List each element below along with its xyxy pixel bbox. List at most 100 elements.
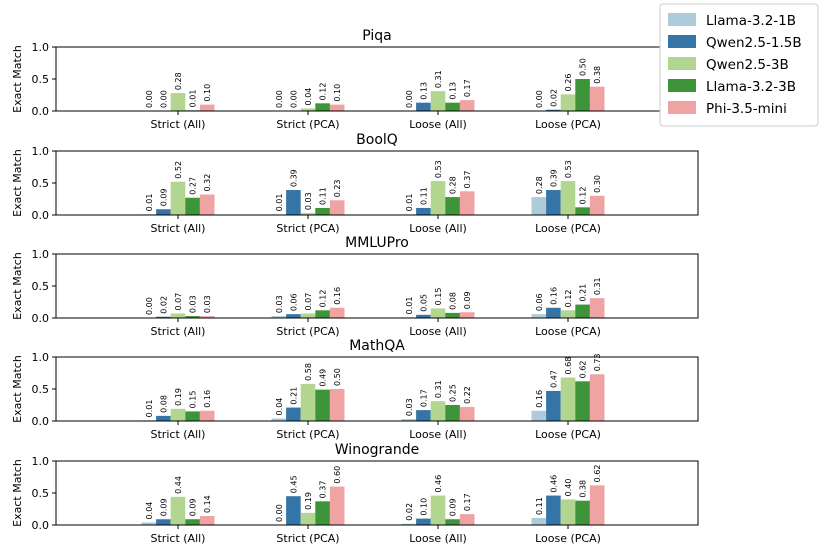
bar-value-label: 0.25 xyxy=(449,384,458,402)
bar-value-label: 0.17 xyxy=(463,493,472,511)
y-tick-label: 0.5 xyxy=(32,73,50,86)
bar-value-label: 0.31 xyxy=(434,70,443,88)
x-tick-label: Loose (PCA) xyxy=(535,532,601,545)
bar-value-label: 0.09 xyxy=(463,291,472,309)
bar-llama-3-2-1b-loose-pca xyxy=(531,197,547,215)
bar-llama-3-2-3b-loose-pca xyxy=(575,79,590,111)
bar-qwen2-5-1-5b-strict-all xyxy=(156,316,171,318)
bar-value-label: 0.04 xyxy=(145,502,154,520)
bar-qwen2-5-3b-strict-pca xyxy=(300,213,316,215)
legend-label-qwen2-5-1-5b: Qwen2.5-1.5B xyxy=(706,35,802,51)
bar-value-label: 0.07 xyxy=(174,293,183,311)
bar-qwen2-5-3b-loose-all xyxy=(430,495,446,525)
y-tick-label: 1.0 xyxy=(32,455,50,468)
bar-phi-3-5-mini-strict-all xyxy=(199,516,215,525)
bar-value-label: 0.21 xyxy=(289,387,298,405)
bar-value-label: 0.38 xyxy=(579,480,588,498)
bar-qwen2-5-3b-strict-pca xyxy=(300,383,316,421)
bar-phi-3-5-mini-strict-all xyxy=(199,316,215,318)
bar-qwen2-5-1-5b-loose-all xyxy=(416,314,431,318)
bar-value-label: 0.12 xyxy=(319,290,328,308)
bar-qwen2-5-3b-strict-all xyxy=(170,181,186,215)
bar-phi-3-5-mini-loose-pca xyxy=(589,195,605,215)
bar-llama-3-2-3b-strict-pca xyxy=(315,103,330,111)
x-tick-label: Loose (PCA) xyxy=(535,428,601,441)
bar-value-label: 0.11 xyxy=(419,187,428,205)
bar-value-label: 0.12 xyxy=(319,83,328,101)
bar-value-label: 0.27 xyxy=(189,177,198,195)
legend-label-qwen2-5-3b: Qwen2.5-3B xyxy=(706,57,789,73)
x-tick-label: Strict (PCA) xyxy=(276,118,339,131)
bar-llama-3-2-3b-loose-all xyxy=(445,519,460,525)
bar-value-label: 0.13 xyxy=(449,82,458,100)
bar-value-label: 0.01 xyxy=(275,194,284,212)
bar-value-label: 0.68 xyxy=(564,357,573,375)
y-tick-label: 0.5 xyxy=(32,280,50,293)
bar-value-label: 0.52 xyxy=(174,161,183,179)
bar-value-label: 0.10 xyxy=(419,498,428,516)
bar-llama-3-2-3b-strict-all xyxy=(185,411,200,421)
bar-value-label: 0.62 xyxy=(579,361,588,379)
bar-value-label: 0.09 xyxy=(449,498,458,516)
bar-value-label: 0.19 xyxy=(304,492,313,510)
bar-value-label: 0.03 xyxy=(304,192,313,210)
bar-value-label: 0.15 xyxy=(434,288,443,306)
bar-value-label: 0.37 xyxy=(319,481,328,499)
bar-value-label: 0.04 xyxy=(304,88,313,106)
bar-value-label: 0.02 xyxy=(405,503,414,521)
bar-llama-3-2-3b-loose-pca xyxy=(575,381,590,421)
bar-llama-3-2-1b-loose-pca xyxy=(531,410,547,421)
bar-qwen2-5-3b-strict-all xyxy=(170,496,186,525)
bar-value-label: 0.22 xyxy=(463,386,472,404)
bar-qwen2-5-1-5b-strict-pca xyxy=(286,496,301,525)
bar-value-label: 0.01 xyxy=(145,400,154,418)
x-tick-label: Strict (All) xyxy=(151,532,206,545)
bar-value-label: 0.11 xyxy=(535,497,544,515)
x-tick-label: Loose (All) xyxy=(409,222,467,235)
bar-value-label: 0.37 xyxy=(463,171,472,189)
bar-llama-3-2-3b-strict-pca xyxy=(315,310,330,318)
bar-llama-3-2-3b-loose-pca xyxy=(575,304,590,318)
x-tick-label: Strict (PCA) xyxy=(276,325,339,338)
bar-value-label: 0.39 xyxy=(549,169,558,187)
legend: Llama-3.2-1BQwen2.5-1.5BQwen2.5-3BLlama-… xyxy=(659,3,819,127)
bar-phi-3-5-mini-loose-pca xyxy=(589,374,605,421)
bar-value-label: 0.00 xyxy=(275,504,284,522)
bar-qwen2-5-3b-loose-pca xyxy=(560,499,576,525)
bar-phi-3-5-mini-loose-all xyxy=(459,100,475,111)
bar-phi-3-5-mini-strict-pca xyxy=(329,389,345,421)
bar-value-label: 0.03 xyxy=(275,295,284,313)
bar-phi-3-5-mini-strict-pca xyxy=(329,307,345,318)
y-tick-label: 1.0 xyxy=(32,351,50,364)
bar-phi-3-5-mini-loose-pca xyxy=(589,298,605,318)
x-tick-label: Strict (PCA) xyxy=(276,532,339,545)
legend-box xyxy=(659,3,819,127)
y-tick-label: 0.0 xyxy=(32,519,50,532)
bar-value-label: 0.40 xyxy=(564,479,573,497)
bar-value-label: 0.01 xyxy=(145,194,154,212)
bar-value-label: 0.38 xyxy=(593,66,602,84)
legend-label-llama-3-2-3b: Llama-3.2-3B xyxy=(706,79,796,95)
y-axis-label: Exact Match xyxy=(11,355,24,423)
bar-value-label: 0.32 xyxy=(203,174,212,192)
x-tick-label: Loose (All) xyxy=(409,118,467,131)
bar-value-label: 0.02 xyxy=(549,89,558,107)
y-tick-label: 0.5 xyxy=(32,487,50,500)
bar-value-label: 0.73 xyxy=(593,353,602,371)
bar-value-label: 0.00 xyxy=(145,297,154,315)
bar-llama-3-2-3b-loose-all xyxy=(445,405,460,421)
bar-qwen2-5-1-5b-strict-pca xyxy=(286,190,301,215)
bar-llama-3-2-1b-strict-pca xyxy=(271,316,287,318)
bar-llama-3-2-1b-loose-pca xyxy=(531,314,547,318)
bar-qwen2-5-1-5b-strict-pca xyxy=(286,314,301,318)
bar-qwen2-5-3b-loose-pca xyxy=(560,181,576,215)
subplot-title: Piqa xyxy=(362,28,392,44)
bar-value-label: 0.06 xyxy=(289,293,298,311)
bar-phi-3-5-mini-loose-pca xyxy=(589,86,605,111)
bar-value-label: 0.08 xyxy=(449,292,458,310)
bar-qwen2-5-3b-loose-all xyxy=(430,401,446,421)
x-tick-label: Strict (All) xyxy=(151,325,206,338)
bar-qwen2-5-3b-strict-all xyxy=(170,93,186,111)
bar-value-label: 0.53 xyxy=(564,160,573,178)
